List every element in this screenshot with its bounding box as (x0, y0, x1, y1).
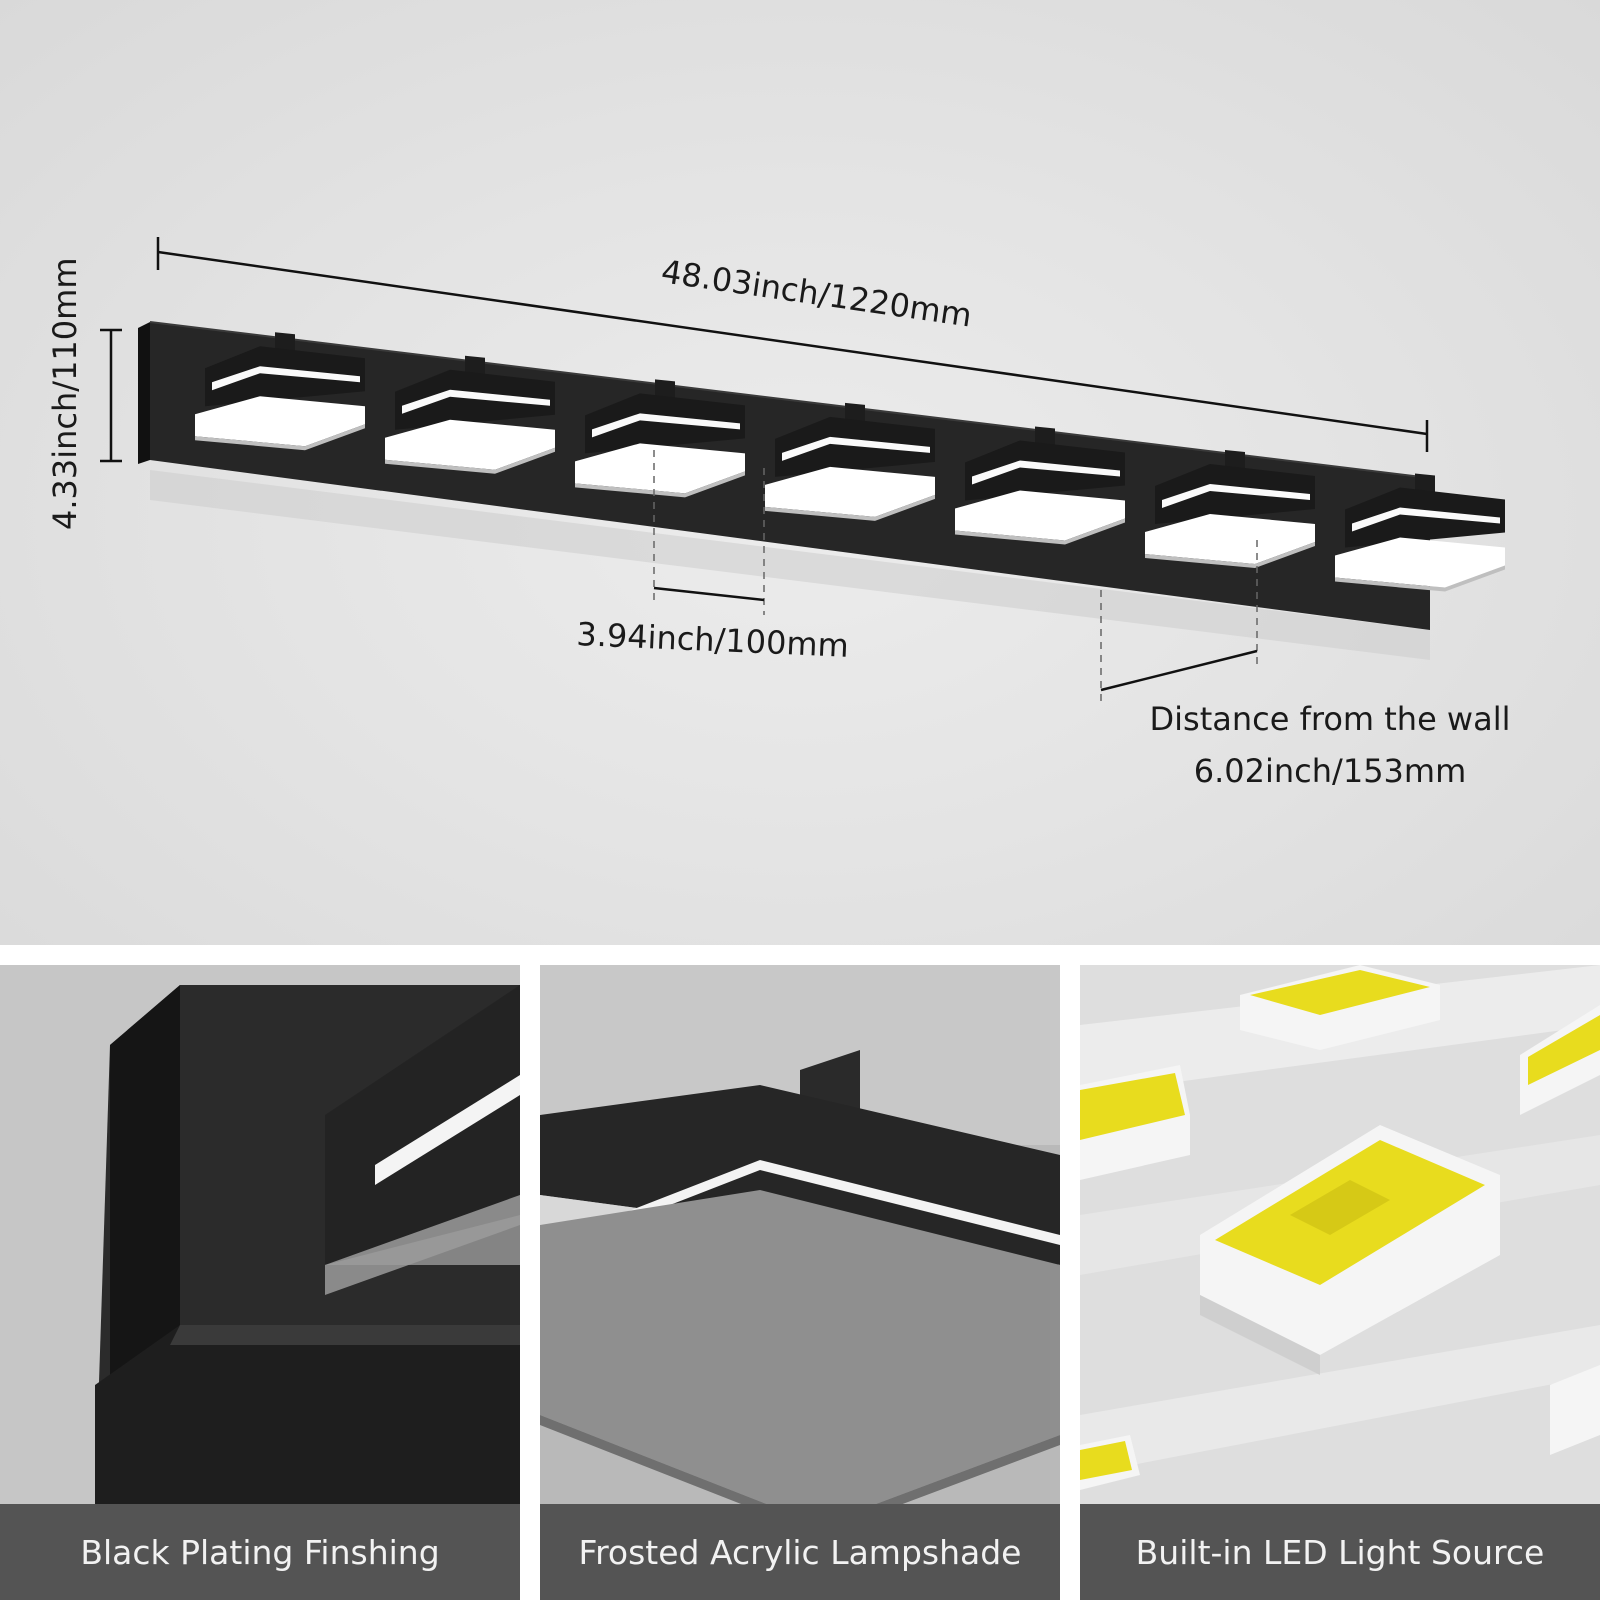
feature-caption-led-source: Built-in LED Light Source (1080, 1504, 1600, 1600)
fixture-backplate-edge (138, 322, 150, 464)
feature-tile-led-source: Built-in LED Light Source (1080, 965, 1600, 1600)
lamp-head (1145, 450, 1315, 568)
length-dimension-line (157, 250, 1428, 436)
led-chip-closeup-illustration (1080, 965, 1600, 1505)
feature-caption-black-finish: Black Plating Finshing (0, 1504, 520, 1600)
feature-tile-acrylic-shade: Frosted Acrylic Lampshade (540, 965, 1060, 1600)
led-chip-right (1520, 1005, 1600, 1115)
wall-distance-annotation: Distance from the wall 6.02inch/153mm (1120, 693, 1540, 797)
led-chip-bottom (1080, 1365, 1600, 1490)
lamp-head (575, 379, 745, 498)
lamp-heads (195, 332, 1505, 592)
feature-caption-acrylic-shade: Frosted Acrylic Lampshade (540, 1504, 1060, 1600)
led-chip-large (1200, 1125, 1500, 1375)
length-label: 48.03inch/1220mm (659, 252, 974, 334)
height-label: 4.33inch/110mm (46, 258, 84, 531)
shade-width-label: 3.94inch/100mm (576, 615, 850, 665)
wall-distance-value: 6.02inch/153mm (1193, 752, 1467, 790)
shade-width-dimension-line (653, 586, 765, 602)
led-chip-top (1240, 965, 1440, 1050)
lamp-head (1335, 473, 1505, 592)
feature-tile-black-finish: Black Plating Finshing (0, 965, 520, 1600)
fixture-dimension-illustration: 48.03inch/1220mm 4.33inch/110mm 3.94inch… (46, 237, 1505, 705)
wall-distance-title: Distance from the wall (1149, 700, 1511, 738)
lamp-head (385, 355, 555, 474)
lamp-head (195, 332, 365, 451)
wall-distance-dimension-line (1100, 649, 1258, 692)
led-chip-left (1080, 1065, 1190, 1180)
lamp-head (765, 402, 935, 521)
fixture-shadow (150, 470, 1430, 660)
black-finish-closeup-illustration (0, 965, 520, 1505)
acrylic-shade-closeup-illustration (540, 965, 1060, 1505)
dimension-diagram-panel: 48.03inch/1220mm 4.33inch/110mm 3.94inch… (0, 0, 1600, 945)
lamp-head (955, 426, 1125, 545)
fixture-top-edge (149, 321, 1431, 479)
